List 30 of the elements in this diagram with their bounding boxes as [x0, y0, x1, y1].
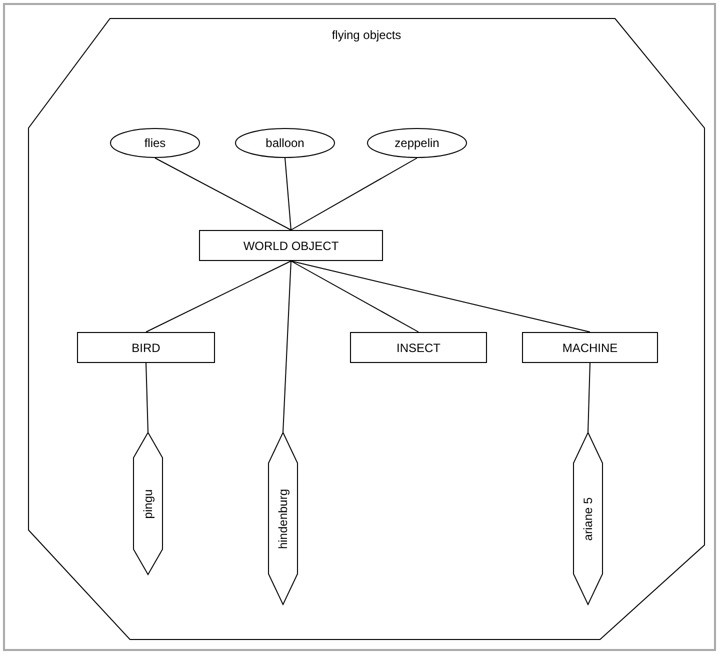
node-label: balloon: [266, 136, 304, 150]
connector-line: [588, 362, 590, 432]
node-label: ariane 5: [581, 496, 595, 540]
attribute-ellipse: [235, 128, 335, 158]
node-label: zeppelin: [394, 136, 440, 150]
instance-hexagon: [573, 432, 603, 605]
entity-box: [522, 332, 658, 363]
node-label: WORLD OBJECT: [243, 238, 339, 252]
connector-line: [290, 260, 590, 332]
instance-hexagon: [133, 432, 163, 575]
entity-box: [77, 332, 215, 363]
attribute-ellipse: [367, 128, 467, 158]
connector-line: [284, 158, 292, 230]
connector-line: [146, 362, 148, 432]
connector-line: [290, 260, 419, 332]
node-label: flying objects: [330, 28, 402, 42]
entity-box: [199, 230, 383, 261]
node-label: BIRD: [132, 340, 160, 354]
node-label: flies: [144, 136, 166, 150]
attribute-ellipse: [110, 128, 200, 158]
connector-line: [290, 158, 418, 230]
connector-line: [282, 260, 292, 432]
entity-box: [350, 332, 487, 363]
node-label: MACHINE: [562, 340, 618, 354]
node-label: hindenburg: [276, 488, 290, 549]
node-label: pingu: [141, 488, 155, 518]
connector-line: [146, 260, 292, 332]
connector-line: [154, 158, 292, 230]
instance-hexagon: [268, 432, 298, 605]
node-label: INSECT: [396, 340, 440, 354]
